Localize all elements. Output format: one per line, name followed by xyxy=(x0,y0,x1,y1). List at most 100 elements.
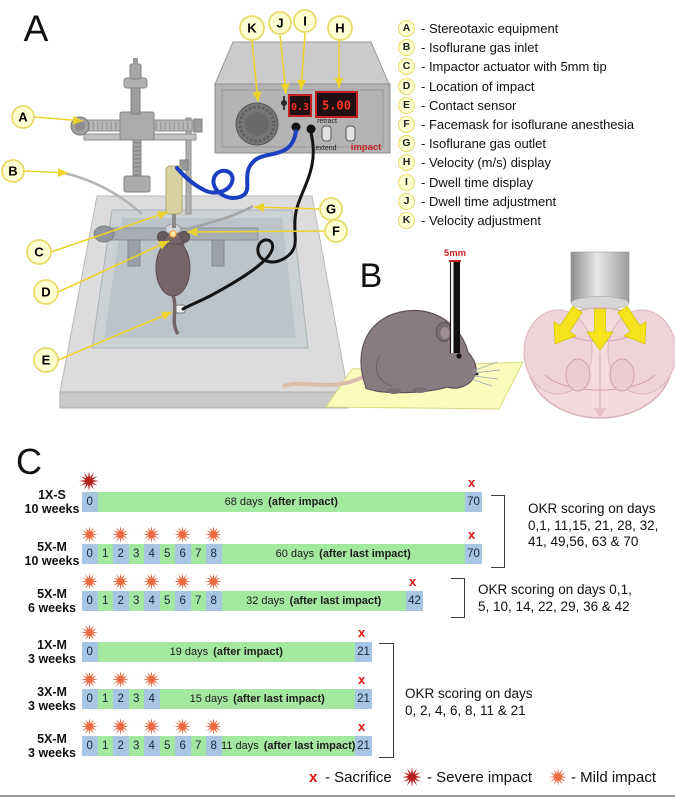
legend-item: B - Isoflurane gas inlet xyxy=(398,38,670,57)
end-day-cell: 21 xyxy=(355,689,372,709)
svg-text:B: B xyxy=(8,164,17,179)
day-cell: 0 xyxy=(82,736,98,756)
day-cell: 3 xyxy=(128,689,144,709)
svg-text:0.3: 0.3 xyxy=(291,102,309,113)
legend-item: E - Contact sensor xyxy=(398,96,670,115)
day-cell: 1 xyxy=(97,689,113,709)
svg-text:E: E xyxy=(42,353,51,368)
legend-item: K - Velocity adjustment xyxy=(398,211,670,230)
day-cell: 4 xyxy=(144,689,160,709)
dwell-time-display: 0.3 xyxy=(288,94,312,117)
mild-impact-icon xyxy=(81,671,98,688)
day-cell: 1 xyxy=(97,544,113,564)
retract-extend-switch-icon[interactable] xyxy=(321,125,332,142)
duration-segment: 19 days(after impact) xyxy=(97,642,355,662)
mild-impact-icon xyxy=(81,526,98,543)
legend-letter: K xyxy=(398,211,415,229)
svg-text:C: C xyxy=(34,245,44,260)
velocity-display: 5.00 xyxy=(315,91,358,118)
day-cell: 4 xyxy=(144,591,160,611)
timeline-bar: 0 1 2 3 4 15 days(after last impact) 21 xyxy=(82,689,372,709)
impactor-rod: 5mm xyxy=(444,248,466,353)
legend-text: - Dwell time display xyxy=(421,174,533,190)
day-cell: 1 xyxy=(97,736,113,756)
velocity-knob[interactable] xyxy=(235,102,279,146)
legend-letter: H xyxy=(398,154,415,172)
day-cell: 2 xyxy=(113,736,129,756)
svg-text:A: A xyxy=(18,110,28,125)
legend-text: - Stereotaxic equipment xyxy=(421,21,559,37)
legend-text: - Isoflurane gas inlet xyxy=(421,40,539,56)
duration-segment: 15 days(after last impact) xyxy=(159,689,355,709)
day-cell: 1 xyxy=(97,591,113,611)
mild-impact-icon xyxy=(143,671,160,688)
end-day-cell: 70 xyxy=(465,544,482,564)
legend-letter: C xyxy=(398,58,415,76)
mouse-tail xyxy=(282,375,365,388)
mild-impact-icon xyxy=(205,526,222,543)
dwell-adjustment-switch[interactable] xyxy=(281,96,287,110)
day-cell: 7 xyxy=(190,736,206,756)
day-cell: 0 xyxy=(82,591,98,611)
legend-item: F- Facemask for isoflurane anesthesia xyxy=(398,115,670,134)
severe-impact-icon xyxy=(79,471,99,491)
end-day-cell: 21 xyxy=(355,642,372,662)
legend-letter: I xyxy=(398,173,415,191)
legend-text: - Facemask for isoflurane anesthesia xyxy=(421,117,635,133)
callout-h: H xyxy=(327,15,353,41)
legend-text: - Contact sensor xyxy=(421,97,517,113)
svg-text:J: J xyxy=(276,16,283,31)
end-day-cell: 70 xyxy=(465,492,482,512)
day-cell: 5 xyxy=(159,591,175,611)
day-cell: 2 xyxy=(113,591,129,611)
impactor-cylinder xyxy=(570,251,630,310)
timeline-bar: 0 1 2 3 4 5 6 7 8 32 days(after last imp… xyxy=(82,591,423,611)
mild-impact-icon xyxy=(549,768,567,786)
group-bracket xyxy=(451,578,465,618)
legend-letter: E xyxy=(398,96,415,114)
callout-f: F xyxy=(324,219,348,243)
duration-segment: 11 days(after last impact) xyxy=(221,736,355,756)
blue-cable-port xyxy=(291,122,301,132)
mild-impact-icon xyxy=(112,718,129,735)
svg-text:K: K xyxy=(247,21,257,36)
legend-item: D- Location of impact xyxy=(398,77,670,96)
svg-text:G: G xyxy=(326,202,336,217)
panel-b-label: B xyxy=(360,257,383,295)
mild-impact-icon xyxy=(112,526,129,543)
sacrifice-key-label: - Sacrifice xyxy=(325,769,392,786)
legend-item: G- Isoflurane gas outlet xyxy=(398,134,670,153)
severe-key-label: - Severe impact xyxy=(427,769,533,786)
mild-key-label: - Mild impact xyxy=(571,769,657,786)
sacrifice-mark: x xyxy=(358,672,366,687)
callout-d: D xyxy=(33,279,59,305)
whiskers xyxy=(470,361,501,387)
mild-impact-icon xyxy=(205,573,222,590)
svg-text:D: D xyxy=(41,285,50,300)
timeline-bar: 0 1 2 3 4 5 6 7 8 11 days(after last imp… xyxy=(82,736,372,756)
control-box: 0.3 5.00 retract extend impact xyxy=(214,41,391,154)
stereotaxic-platform xyxy=(59,195,349,409)
legend-text: - Velocity adjustment xyxy=(421,212,541,228)
svg-text:I: I xyxy=(303,14,307,29)
group-bracket xyxy=(491,495,505,568)
sacrifice-mark: x xyxy=(358,719,366,734)
legend-letter: A xyxy=(398,20,415,38)
callout-a: A xyxy=(11,105,35,129)
legend-item: I - Dwell time display xyxy=(398,173,670,192)
duration-segment: 32 days(after last impact) xyxy=(221,591,406,611)
sacrifice-mark: x xyxy=(468,527,476,542)
mild-impact-icon xyxy=(174,718,191,735)
legend-letter: B xyxy=(398,39,415,57)
mild-impact-icon xyxy=(143,573,160,590)
legend-letter: G xyxy=(398,135,415,153)
impact-switch-icon[interactable] xyxy=(345,125,356,142)
panel-c-label: C xyxy=(16,441,42,482)
callout-g: G xyxy=(319,197,343,221)
duration-segment: 60 days(after last impact) xyxy=(221,544,465,564)
